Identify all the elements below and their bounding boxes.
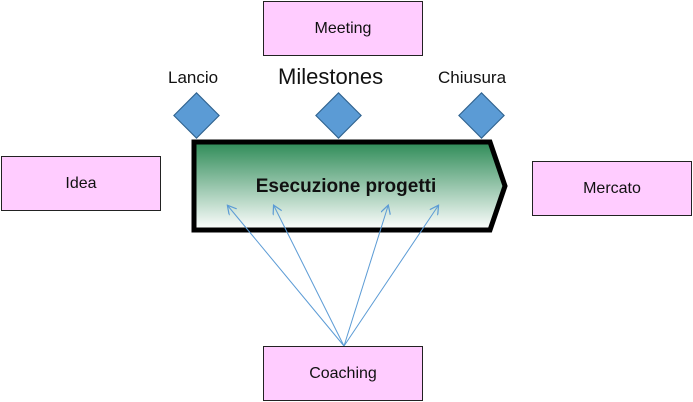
execution-title: Esecuzione progetti xyxy=(255,176,437,197)
coaching-label: Coaching xyxy=(309,364,377,382)
milestones-label: Milestones xyxy=(278,64,384,89)
coaching-arrow-3 xyxy=(343,206,388,347)
mercato-box: Mercato xyxy=(532,161,692,216)
meeting-label: Meeting xyxy=(314,19,372,37)
execution-arrow-shape xyxy=(191,139,508,233)
meeting-box: Meeting xyxy=(263,1,423,56)
coaching-box: Coaching xyxy=(263,346,423,401)
coaching-arrow-4 xyxy=(343,206,438,347)
mercato-label: Mercato xyxy=(583,179,641,197)
lancio-label: Lancio xyxy=(168,68,219,87)
coaching-arrow-1 xyxy=(228,206,345,347)
idea-label: Idea xyxy=(65,174,97,192)
coaching-arrow-2 xyxy=(274,206,345,347)
chiusura-label: Chiusura xyxy=(438,68,507,87)
idea-box: Idea xyxy=(1,156,161,211)
